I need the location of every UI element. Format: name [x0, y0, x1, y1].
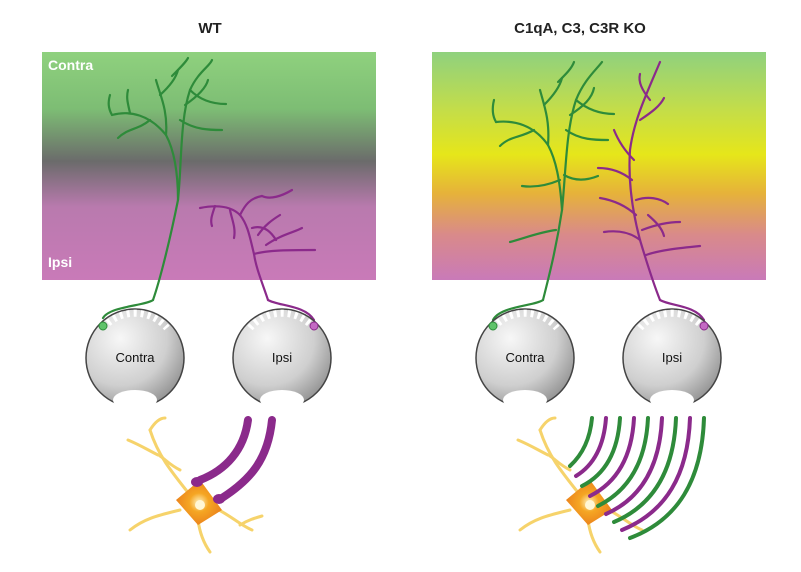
panel-title-wt: WT	[198, 20, 222, 37]
wt-eye-contra	[85, 308, 185, 410]
ko-eye-ipsi	[622, 308, 722, 410]
ko-relay-neuron	[516, 416, 644, 554]
eye-label-ko-ipsi: Ipsi	[661, 350, 683, 365]
wt-ipsi-arbor	[198, 188, 317, 322]
ko-contra-arbor	[491, 60, 616, 322]
eye-label-ko-contra: Contra	[505, 350, 545, 365]
eye-label-wt-contra: Contra	[115, 350, 155, 365]
wt-axon-terminals	[191, 416, 276, 504]
wt-target-field	[42, 52, 376, 280]
eye-label-wt-ipsi: Ipsi	[271, 350, 293, 365]
wt-eye-ipsi	[232, 308, 332, 410]
field-label-ipsi: Ipsi	[48, 254, 73, 270]
wt-contra-arbor	[101, 56, 228, 320]
ko-eye-contra	[475, 308, 575, 410]
ko-target-field	[432, 52, 766, 280]
panel-title-ko: C1qA, C3, C3R KO	[514, 20, 646, 37]
wt-relay-neuron	[126, 416, 264, 554]
field-label-contra: Contra	[48, 57, 94, 73]
ko-axon-terminals	[568, 416, 706, 540]
ko-ipsi-arbor	[596, 60, 706, 322]
